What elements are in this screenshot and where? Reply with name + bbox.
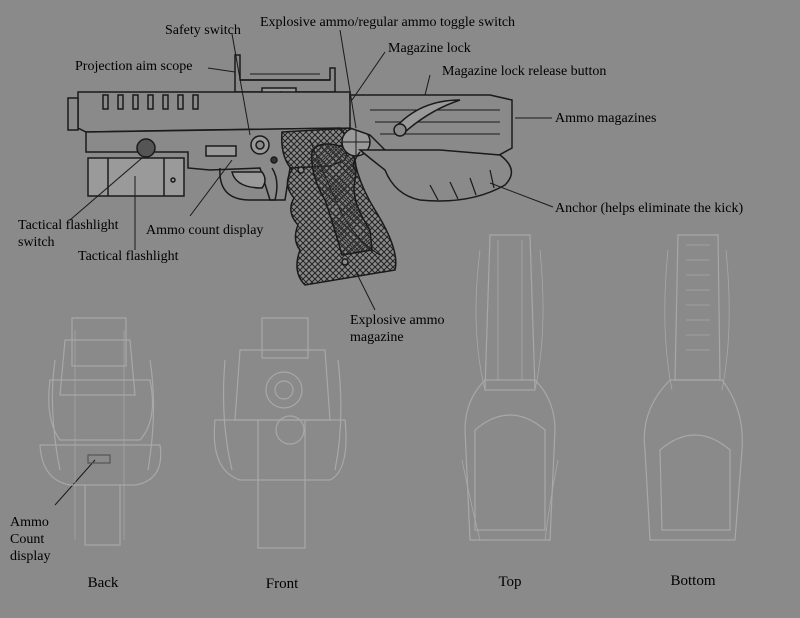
anchor bbox=[357, 149, 513, 202]
sketch-bottom-view bbox=[643, 234, 743, 541]
label-magazine-lock-release: Magazine lock release button bbox=[442, 64, 607, 79]
label-projection-aim-scope: Projection aim scope bbox=[75, 59, 193, 74]
grip-inner-panel bbox=[311, 143, 373, 256]
slide-serrations bbox=[102, 94, 199, 110]
gun-side-view bbox=[67, 54, 513, 286]
sketch-back-view bbox=[39, 317, 162, 546]
muzzle bbox=[67, 97, 79, 131]
label-ammo-count-display-back: Ammo Count display bbox=[10, 515, 51, 564]
sketch-top-view bbox=[461, 234, 559, 541]
view-label-top: Top bbox=[498, 574, 522, 590]
trigger-guard bbox=[219, 167, 278, 201]
label-tactical-flashlight: Tactical flashlight bbox=[78, 249, 179, 264]
label-safety-switch: Safety switch bbox=[165, 23, 241, 38]
tactical-flashlight-switch-knob bbox=[136, 138, 156, 158]
label-tactical-flashlight-switch: Tactical flashlight switch bbox=[18, 218, 119, 250]
view-label-back: Back bbox=[87, 575, 119, 591]
tactical-flashlight bbox=[87, 157, 185, 197]
ammo-count-display bbox=[205, 145, 237, 157]
sketch-front-view bbox=[213, 317, 347, 549]
label-toggle-switch: Explosive ammo/regular ammo toggle switc… bbox=[260, 15, 516, 30]
magazine-lock-release-button bbox=[393, 99, 461, 133]
view-label-front: Front bbox=[265, 576, 299, 592]
label-explosive-ammo-magazine: Explosive ammo magazine bbox=[350, 313, 445, 345]
label-ammo-count-display: Ammo count display bbox=[146, 223, 264, 238]
label-anchor: Anchor (helps eliminate the kick) bbox=[555, 201, 744, 216]
view-label-bottom: Bottom bbox=[670, 573, 716, 589]
leader-lines bbox=[54, 29, 554, 506]
trigger bbox=[231, 171, 266, 189]
label-ammo-magazines: Ammo magazines bbox=[555, 111, 657, 126]
label-magazine-lock: Magazine lock bbox=[388, 41, 471, 56]
